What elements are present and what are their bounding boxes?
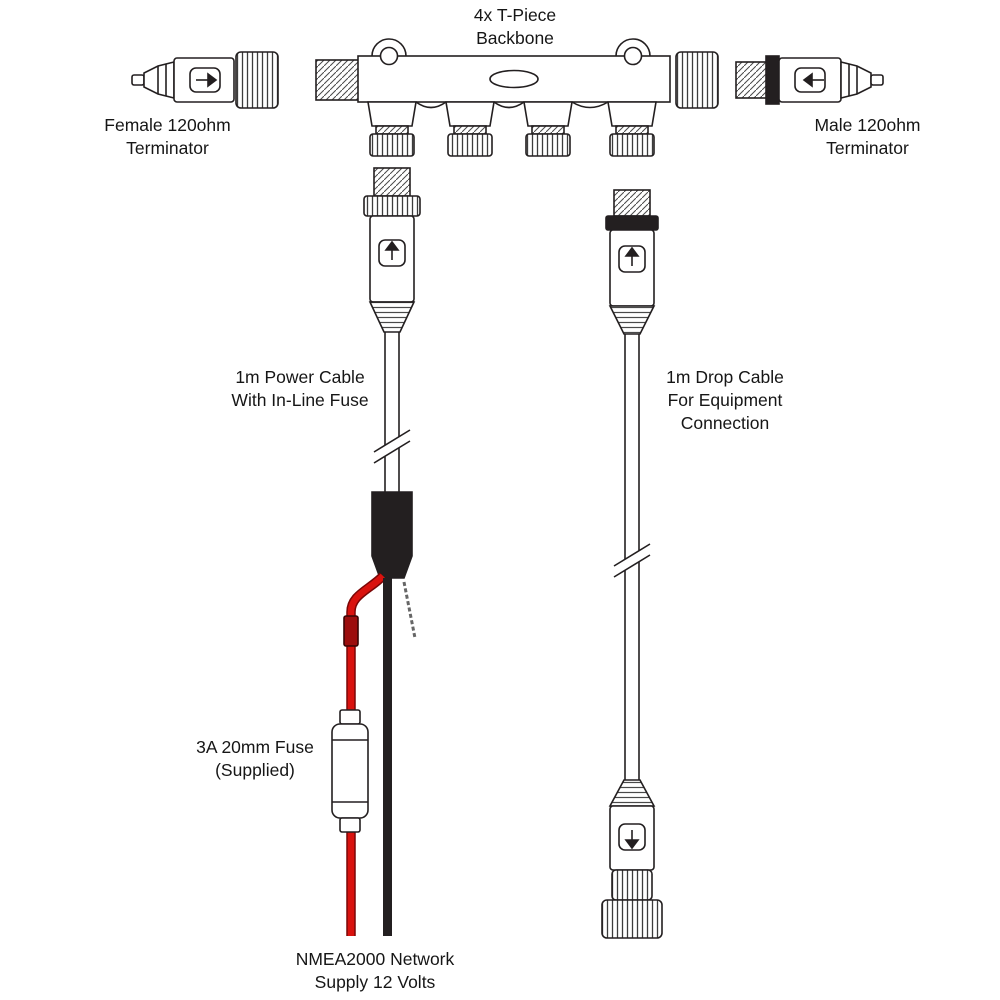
female-terminator	[131, 51, 279, 109]
fuse-holder	[331, 709, 369, 833]
fuse-label: 3A 20mm Fuse (Supplied)	[196, 737, 314, 781]
heat-shrink-sleeve	[371, 491, 413, 579]
wire-crimp	[343, 615, 359, 647]
black-wire	[383, 578, 392, 936]
drop-cable	[601, 189, 663, 939]
male-terminator-label: Male 120ohm Terminator	[814, 115, 921, 159]
power-cable-label: 1m Power Cable With In-Line Fuse	[231, 367, 369, 411]
female-terminator-label: Female 120ohm Terminator	[104, 115, 231, 159]
backbone-port-4	[607, 101, 657, 157]
backbone-port-1	[367, 101, 417, 157]
drop-cable-label: 1m Drop Cable For Equipment Connection	[666, 367, 784, 434]
backbone-port-3	[523, 101, 573, 157]
power-cable	[343, 167, 421, 936]
backbone-tpiece	[315, 38, 719, 157]
drain-wire	[402, 581, 417, 639]
backbone-label: 4x T-Piece Backbone	[473, 5, 557, 49]
supply-label: NMEA2000 Network Supply 12 Volts	[295, 949, 455, 993]
backbone-port-2	[445, 101, 495, 157]
male-terminator	[735, 55, 884, 105]
